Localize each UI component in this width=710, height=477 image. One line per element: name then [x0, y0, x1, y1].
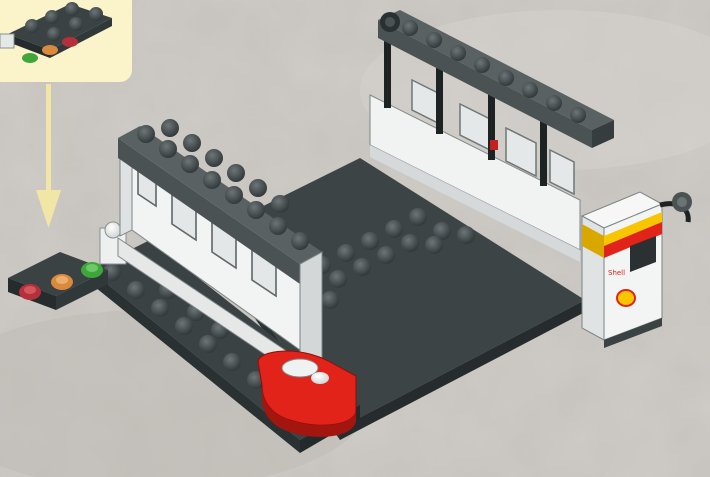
svg-text:Shell: Shell: [608, 269, 625, 277]
sub-assembly-callout: [0, 0, 132, 82]
